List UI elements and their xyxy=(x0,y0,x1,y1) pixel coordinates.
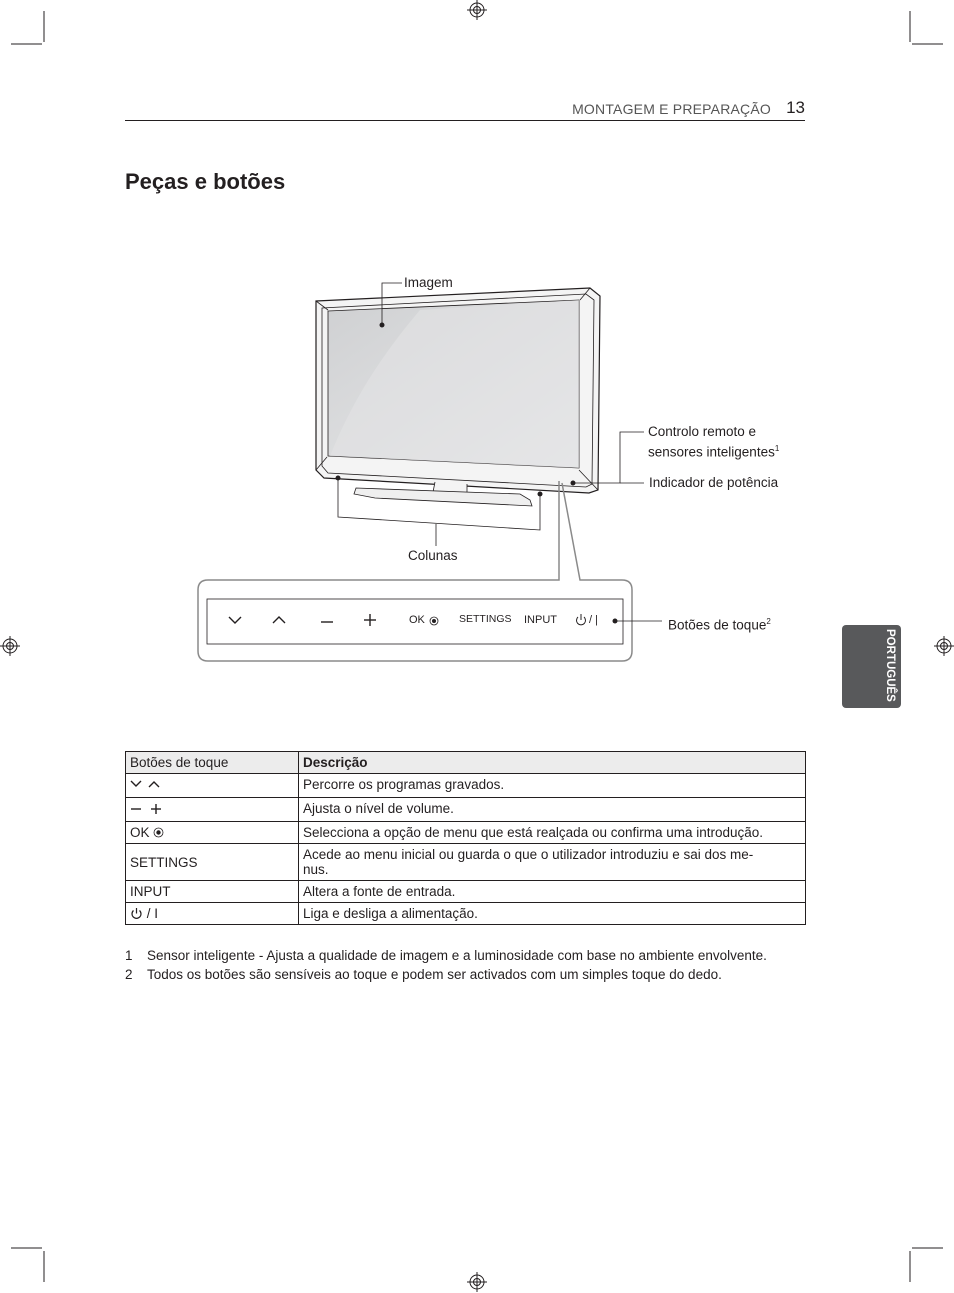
table-header-cell: Descrição xyxy=(298,751,806,774)
table-cell: SETTINGS xyxy=(125,843,299,881)
table-cell: Ajusta o nível de volume. xyxy=(298,797,806,822)
input-button[interactable]: INPUT xyxy=(524,614,557,626)
table-row: Percorre os programas gravados. xyxy=(125,773,806,798)
label-touch-buttons: Botões de toque2 xyxy=(668,617,771,633)
chevron-up-icon xyxy=(272,616,286,624)
table-cell: OK xyxy=(125,821,299,844)
power-button-label[interactable]: / | xyxy=(589,614,598,626)
label-speakers: Colunas xyxy=(408,548,458,563)
ok-button[interactable]: OK xyxy=(409,614,425,626)
page-title: Peças e botões xyxy=(125,169,286,194)
power-icon xyxy=(131,908,142,919)
label-image: Imagem xyxy=(404,275,453,290)
table-cell: Percorre os programas gravados. xyxy=(298,773,806,798)
settings-button[interactable]: SETTINGS xyxy=(459,613,512,625)
touch-buttons-table: Botões de toque Descrição Percorre os pr… xyxy=(125,751,806,925)
table-cell: Altera a fonte de entrada. xyxy=(298,880,806,903)
table-row: SETTINGS Acede ao menu inicial ou guarda… xyxy=(125,843,806,881)
table-row: INPUT Altera a fonte de entrada. xyxy=(125,880,806,903)
chevron-down-icon xyxy=(228,616,242,624)
table-header-row: Botões de toque Descrição xyxy=(125,751,806,774)
ok-dot-icon xyxy=(153,827,164,838)
table-cell: Liga e desliga a alimentação. xyxy=(298,902,806,925)
language-tab-label: PORTUGUÊS xyxy=(884,629,896,702)
section-title: MONTAGEM E PREPARAÇÃO xyxy=(572,101,771,117)
label-power-indicator: Indicador de potência xyxy=(649,475,779,490)
running-header: MONTAGEM E PREPARAÇÃO 13 xyxy=(125,96,805,121)
table-row: / I Liga e desliga a alimentação. xyxy=(125,902,806,925)
language-tab: PORTUGUÊS xyxy=(842,625,901,708)
tv-diagram xyxy=(197,282,662,662)
power-icon xyxy=(576,616,586,626)
table-cell: / I xyxy=(125,902,299,925)
table-cell: Selecciona a opção de menu que está real… xyxy=(298,821,806,844)
label-remote-2: sensores inteligentes1 xyxy=(648,444,780,460)
table-header-cell: Botões de toque xyxy=(125,751,299,774)
chevron-icons xyxy=(125,773,299,798)
volume-icons xyxy=(125,797,299,822)
table-cell: Acede ao menu inicial ou guarda o que o … xyxy=(298,843,806,881)
table-cell: INPUT xyxy=(125,880,299,903)
table-row: Ajusta o nível de volume. xyxy=(125,797,806,822)
table-row: OK Selecciona a opção de menu que está r… xyxy=(125,821,806,844)
page-number: 13 xyxy=(786,98,805,117)
label-remote-1: Controlo remoto e xyxy=(648,424,757,439)
